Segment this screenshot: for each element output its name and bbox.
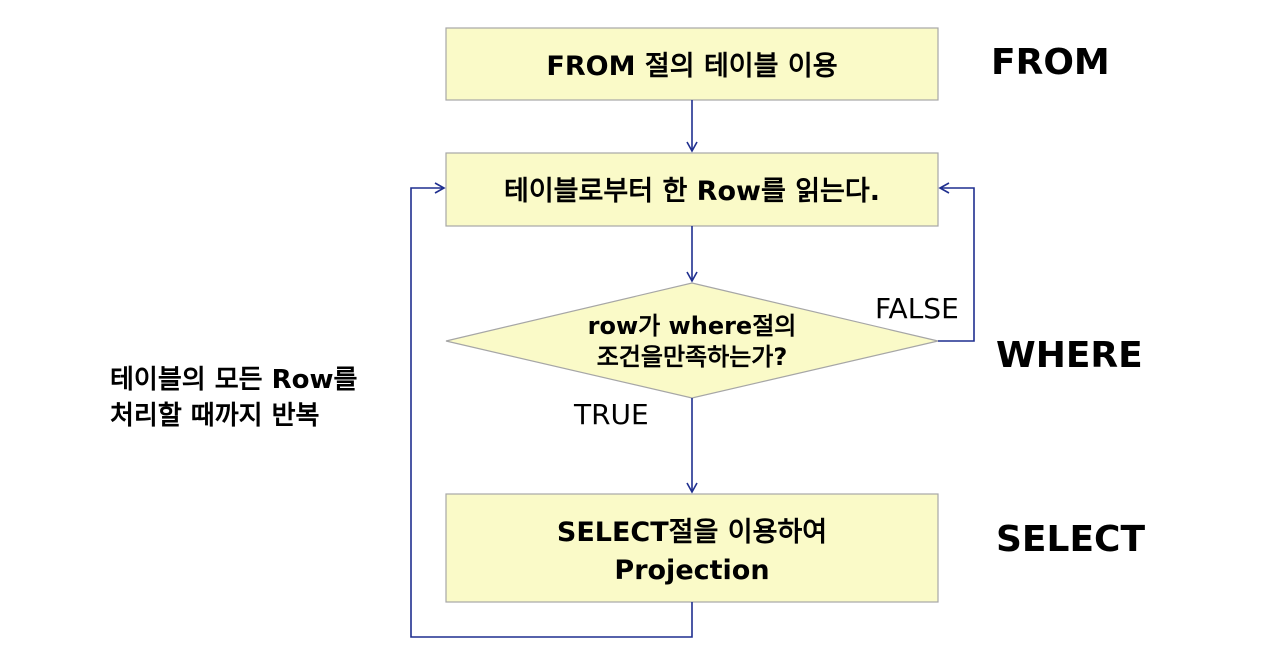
read-row-label: 테이블로부터 한 Row를 읽는다. (504, 176, 880, 207)
decision-label-line2: 조건을만족하는가? (597, 343, 788, 371)
false-branch-label: FALSE (875, 292, 959, 325)
true-branch-label: TRUE (573, 398, 649, 431)
from-table-node: FROM 절의 테이블 이용 (445, 27, 939, 101)
select-projection-node: SELECT절을 이용하여 Projection (445, 493, 939, 603)
select-label-line2: Projection (614, 555, 769, 586)
decision-label-line1: row가 where절의 (588, 312, 797, 340)
loop-note-line2: 처리할 때까지 반복 (110, 401, 319, 431)
stage-label-select: SELECT (996, 519, 1145, 560)
stage-label-from: FROM (991, 42, 1110, 83)
loop-note-line1: 테이블의 모든 Row를 (110, 365, 358, 395)
select-label-line1: SELECT절을 이용하여 (557, 517, 827, 548)
where-condition-decision: row가 where절의 조건을만족하는가? (445, 282, 939, 399)
stage-label-where: WHERE (996, 335, 1143, 376)
false-branch-connector (938, 182, 975, 342)
read-row-node: 테이블로부터 한 Row를 읽는다. (445, 152, 939, 227)
from-table-label: FROM 절의 테이블 이용 (546, 51, 837, 82)
repeat-loop-connector (410, 182, 693, 638)
